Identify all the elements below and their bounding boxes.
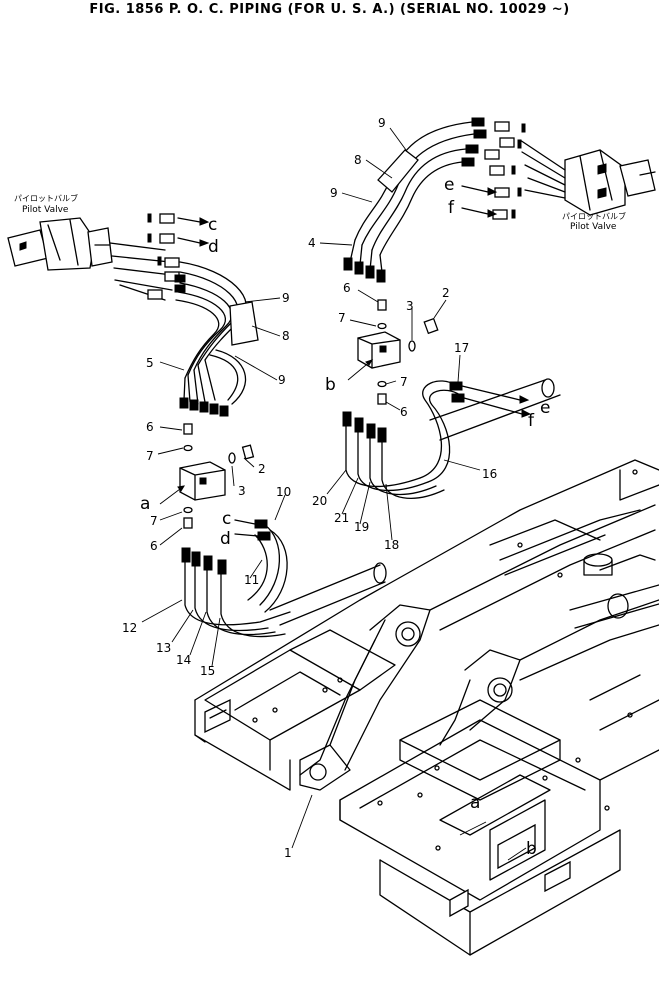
- callout-7-left-top: 7: [146, 449, 154, 463]
- callout-6-left-top: 6: [146, 420, 154, 434]
- callout-9-right-bottom: 9: [330, 186, 338, 200]
- callout-9-left-bottom: 9: [278, 373, 286, 387]
- letter-d-lower: d: [220, 529, 231, 549]
- right-lower-hoses: [342, 378, 561, 499]
- callout-13: 13: [156, 641, 171, 655]
- letter-a-left: a: [140, 494, 150, 514]
- callout-15: 15: [200, 664, 215, 678]
- letter-f-right: f: [528, 411, 535, 431]
- pilot-valve-left-en: Pilot Valve: [22, 205, 69, 215]
- right-fittings: [461, 121, 526, 220]
- left-fittings: [109, 213, 210, 301]
- callout-14: 14: [176, 653, 191, 667]
- callout-10: 10: [276, 485, 291, 499]
- callout-8-right: 8: [354, 153, 362, 167]
- left-block: [179, 423, 255, 529]
- callout-7-left-bottom: 7: [150, 514, 158, 528]
- callout-4: 4: [308, 236, 316, 250]
- callout-2-left: 2: [258, 462, 266, 476]
- callout-9-right-top: 9: [378, 116, 386, 130]
- callout-20: 20: [312, 494, 327, 508]
- letter-e-right: e: [540, 398, 550, 418]
- left-pilot-valve: [7, 217, 113, 271]
- letter-f-top: f: [448, 198, 455, 218]
- callout-8-left: 8: [282, 329, 290, 343]
- letter-d-left: d: [208, 237, 219, 257]
- left-lower-hoses: [181, 519, 291, 638]
- frame-bolt-holes: [252, 469, 638, 851]
- right-pilot-valve: [519, 139, 656, 216]
- callout-7-right-top: 7: [338, 311, 346, 325]
- callout-1: 1: [284, 846, 292, 860]
- callout-18: 18: [384, 538, 399, 552]
- callout-5: 5: [146, 356, 154, 370]
- left-hose-ends: [174, 274, 229, 417]
- callout-6-left-bottom: 6: [150, 539, 158, 553]
- right-block: [357, 299, 439, 405]
- callout-21: 21: [334, 511, 349, 525]
- letter-c-lower: c: [222, 509, 231, 529]
- callout-19: 19: [354, 520, 369, 534]
- leader-lines: [141, 127, 527, 861]
- left-hose-bundle: [175, 261, 259, 405]
- callout-3-left: 3: [238, 484, 246, 498]
- pilot-valve-right-jp: パイロットバルブ: [562, 211, 626, 221]
- callout-6-right-bottom: 6: [400, 405, 408, 419]
- callout-16: 16: [482, 467, 497, 481]
- revolving-frame: [194, 459, 659, 956]
- callout-2-right: 2: [442, 286, 450, 300]
- callout-7-right-bottom: 7: [400, 375, 408, 389]
- callout-6-right-top: 6: [343, 281, 351, 295]
- frame-tube: [269, 564, 386, 626]
- callout-9-left-top: 9: [282, 291, 290, 305]
- callout-11: 11: [244, 573, 259, 587]
- pilot-valve-right-en: Pilot Valve: [570, 222, 617, 232]
- right-hose-bundle: [343, 117, 487, 283]
- callout-12: 12: [122, 621, 137, 635]
- letter-e-top: e: [444, 175, 454, 195]
- callout-3-right: 3: [406, 299, 414, 313]
- letter-c-left: c: [208, 215, 217, 235]
- letter-a-frame: a: [470, 793, 480, 813]
- callout-17: 17: [454, 341, 469, 355]
- letter-b-right: b: [325, 375, 336, 395]
- letter-b-frame: b: [526, 839, 537, 859]
- pilot-valve-left-jp: パイロットバルブ: [14, 193, 78, 203]
- figure-title: FIG. 1856 P. O. C. PIPING (FOR U. S. A.)…: [89, 2, 570, 17]
